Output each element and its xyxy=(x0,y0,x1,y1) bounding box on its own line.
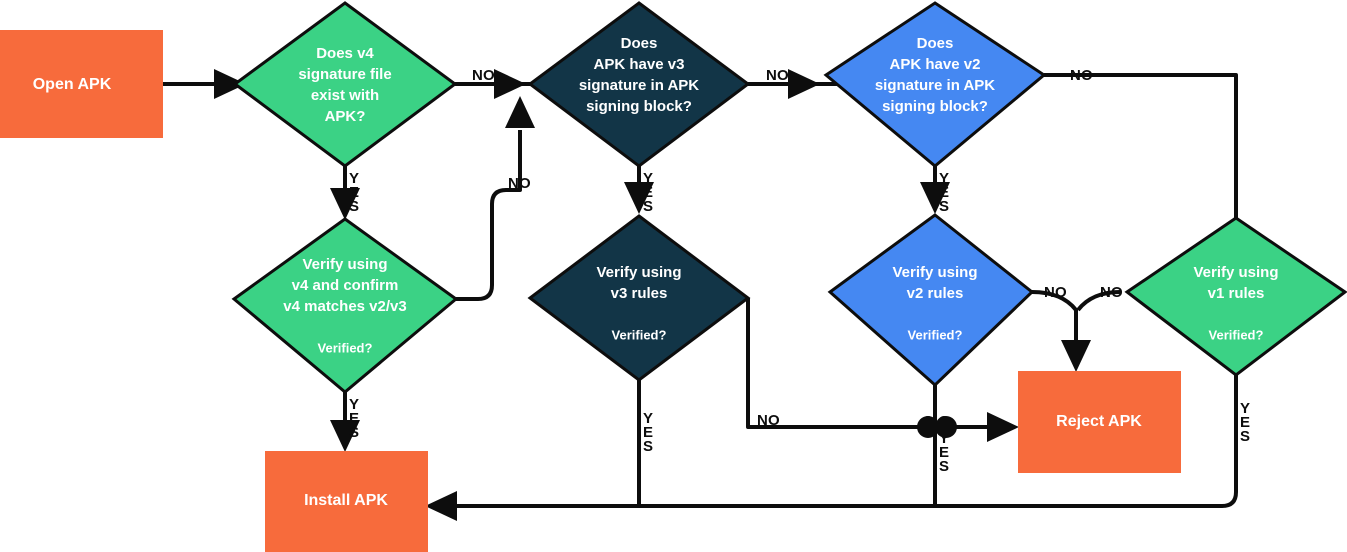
open-apk-label: Open APK xyxy=(33,76,112,93)
arrowhead-v2verify-no xyxy=(1061,340,1091,372)
node-v4-verify[interactable]: Verify using v4 and confirm v4 matches v… xyxy=(231,217,459,394)
edge-label-v4exists-yes: YES xyxy=(346,170,363,212)
v1-verify-question: Verified? xyxy=(1209,327,1264,342)
arrowhead-v4verify-yes xyxy=(330,420,360,452)
v4-exists-line2: signature file xyxy=(298,66,391,83)
edge-label-v2verify-no: NO xyxy=(1044,284,1067,301)
edge-v4verify-no-loopback xyxy=(456,130,522,301)
v4-verify-line3: v4 matches v2/v3 xyxy=(283,298,406,315)
v3-exists-line1: Does xyxy=(621,35,658,52)
v2-exists-diamond[interactable] xyxy=(823,1,1047,168)
node-reject-apk[interactable]: Reject APK xyxy=(1018,371,1181,473)
edge-v1verify-no xyxy=(1076,290,1121,312)
arrowhead-open-to-v4exists xyxy=(214,69,246,99)
edge-v1verify-yes xyxy=(443,375,1238,508)
v2-exists-line4: signing block? xyxy=(882,98,988,115)
arrowhead-v2exists-yes xyxy=(920,182,950,214)
edge-label-v4verify-no: NO xyxy=(508,175,531,192)
v2-verify-line2: v2 rules xyxy=(907,285,964,302)
edge-label-v2exists-no: NO xyxy=(1070,67,1093,84)
edge-label-v1verify-yes: YES xyxy=(1237,400,1254,442)
v1-verify-line1: Verify using xyxy=(1193,264,1278,281)
junction-dot-right xyxy=(935,416,957,438)
edge-label-v1verify-no: NO xyxy=(1100,284,1123,301)
v3-exists-line4: signing block? xyxy=(586,98,692,115)
v3-verify-line1: Verify using xyxy=(596,264,681,281)
v4-exists-line1: Does v4 xyxy=(316,45,374,62)
edge-label-v3verify-no: NO xyxy=(757,412,780,429)
v4-exists-line3: exist with xyxy=(311,87,379,104)
arrowhead-to-reject xyxy=(987,412,1019,442)
edges-layer xyxy=(163,69,1238,521)
edge-label-v2exists-yes: YES xyxy=(936,170,953,212)
arrowhead-v4exists-yes xyxy=(330,188,360,220)
edge-label-v3verify-yes: YES xyxy=(640,410,657,452)
edge-v3verify-no xyxy=(746,298,920,429)
edge-label-v2verify-yes: YES xyxy=(936,430,953,472)
node-install-apk[interactable]: Install APK xyxy=(265,451,428,552)
v4-exists-line4: APK? xyxy=(325,108,366,125)
reject-apk-label: Reject APK xyxy=(1056,413,1142,430)
arrowhead-v3exists-yes xyxy=(624,182,654,214)
install-apk-label: Install APK xyxy=(304,492,388,509)
edge-labels-layer: NO YES NO YES NO YES NO YES NO YES NO YE… xyxy=(346,67,1254,472)
arrowhead-v3exists-no xyxy=(788,69,820,99)
arrowhead-v4exists-no xyxy=(494,69,526,99)
v4-verify-line1: Verify using xyxy=(302,256,387,273)
reject-apk-box[interactable] xyxy=(1018,371,1181,473)
v3-verify-diamond[interactable] xyxy=(527,214,751,382)
v2-verify-line1: Verify using xyxy=(892,264,977,281)
edge-v2verify-no xyxy=(1031,290,1078,348)
v2-verify-question: Verified? xyxy=(908,327,963,342)
install-apk-box[interactable] xyxy=(265,451,428,552)
v4-verify-question: Verified? xyxy=(318,340,373,355)
v3-exists-diamond[interactable] xyxy=(527,1,751,168)
v3-verify-line2: v3 rules xyxy=(611,285,668,302)
v4-exists-diamond[interactable] xyxy=(232,1,458,168)
v3-exists-line3: signature in APK xyxy=(579,77,699,94)
node-v2-signature-exists[interactable]: Does APK have v2 signature in APK signin… xyxy=(823,1,1047,168)
v2-exists-line3: signature in APK xyxy=(875,77,995,94)
v3-verify-question: Verified? xyxy=(612,327,667,342)
v2-exists-line2: APK have v2 xyxy=(890,56,981,73)
v1-verify-line2: v1 rules xyxy=(1208,285,1265,302)
edge-label-v3exists-no: NO xyxy=(766,67,789,84)
node-v2-verify[interactable]: Verify using v2 rules Verified? xyxy=(827,213,1035,388)
v2-verify-diamond[interactable] xyxy=(827,213,1035,388)
open-apk-box[interactable] xyxy=(0,30,163,138)
node-v3-verify[interactable]: Verify using v3 rules Verified? xyxy=(527,214,751,382)
v1-verify-diamond[interactable] xyxy=(1124,216,1347,377)
node-v1-verify[interactable]: Verify using v1 rules Verified? xyxy=(1124,216,1347,377)
v2-exists-line1: Does xyxy=(917,35,954,52)
node-open-apk[interactable]: Open APK xyxy=(0,30,163,138)
node-v3-signature-exists[interactable]: Does APK have v3 signature in APK signin… xyxy=(527,1,751,168)
edge-label-v4verify-yes: YES xyxy=(346,396,363,438)
v3-exists-line2: APK have v3 xyxy=(594,56,685,73)
edge-label-v4exists-no: NO xyxy=(472,67,495,84)
v4-verify-diamond[interactable] xyxy=(231,217,459,394)
arrowhead-v4verify-no xyxy=(505,96,535,128)
node-v4-signature-exists[interactable]: Does v4 signature file exist with APK? xyxy=(232,1,458,168)
arrowhead-bottom-rail-to-install xyxy=(425,491,457,521)
edge-v2exists-no xyxy=(1044,73,1238,220)
edge-label-v3exists-yes: YES xyxy=(640,170,657,212)
v4-verify-line2: v4 and confirm xyxy=(292,277,399,294)
